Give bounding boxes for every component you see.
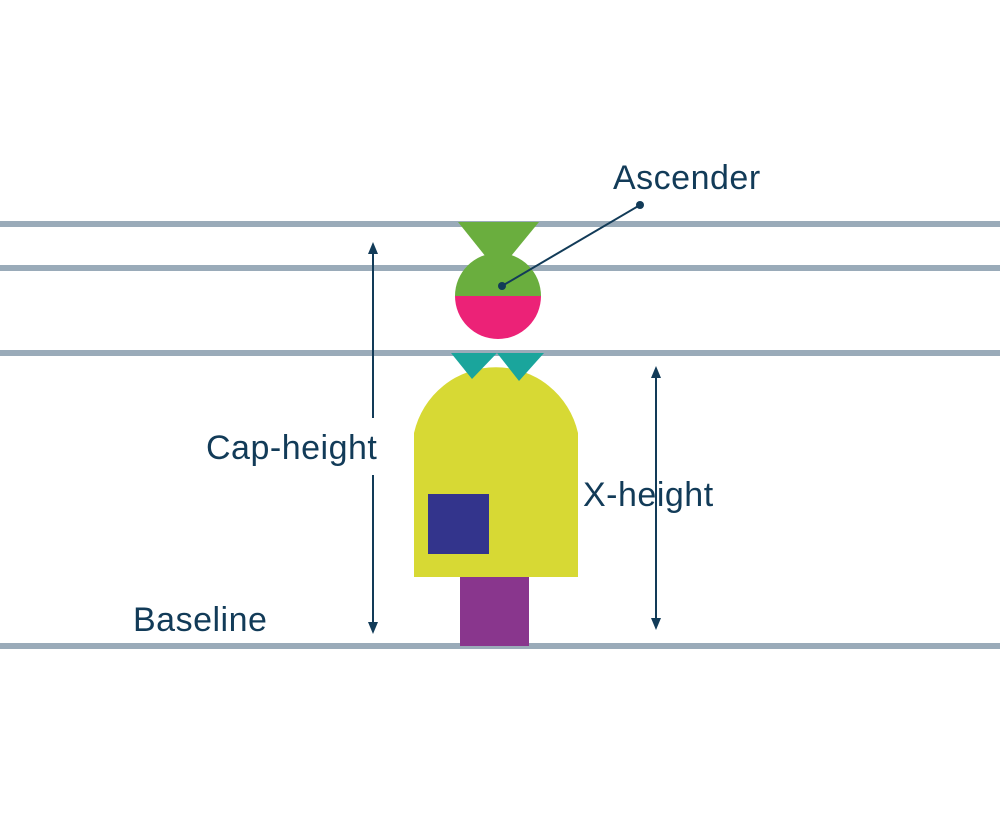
ascender-pointer-dot-end [636,201,644,209]
hat-dome [455,253,541,296]
ascender-pointer-dot-start [498,282,506,290]
ascender-label: Ascender [613,159,761,197]
cap-height-arrowhead-bottom [368,622,378,634]
x-height-label: X-height [583,476,714,514]
x-height-arrowhead-bottom [651,618,661,630]
hat-funnel [458,222,539,272]
cap-height-arrowhead-top [368,242,378,254]
bow-tie-left [451,353,497,379]
pocket-square [428,494,489,554]
cap-height-label: Cap-height [206,429,378,467]
legs-rectangle [460,577,529,646]
head-pink [455,296,541,339]
x-height-arrowhead-top [651,366,661,378]
baseline-label: Baseline [133,601,268,639]
bow-tie-right [497,353,544,381]
ascender-pointer-line [501,204,641,287]
